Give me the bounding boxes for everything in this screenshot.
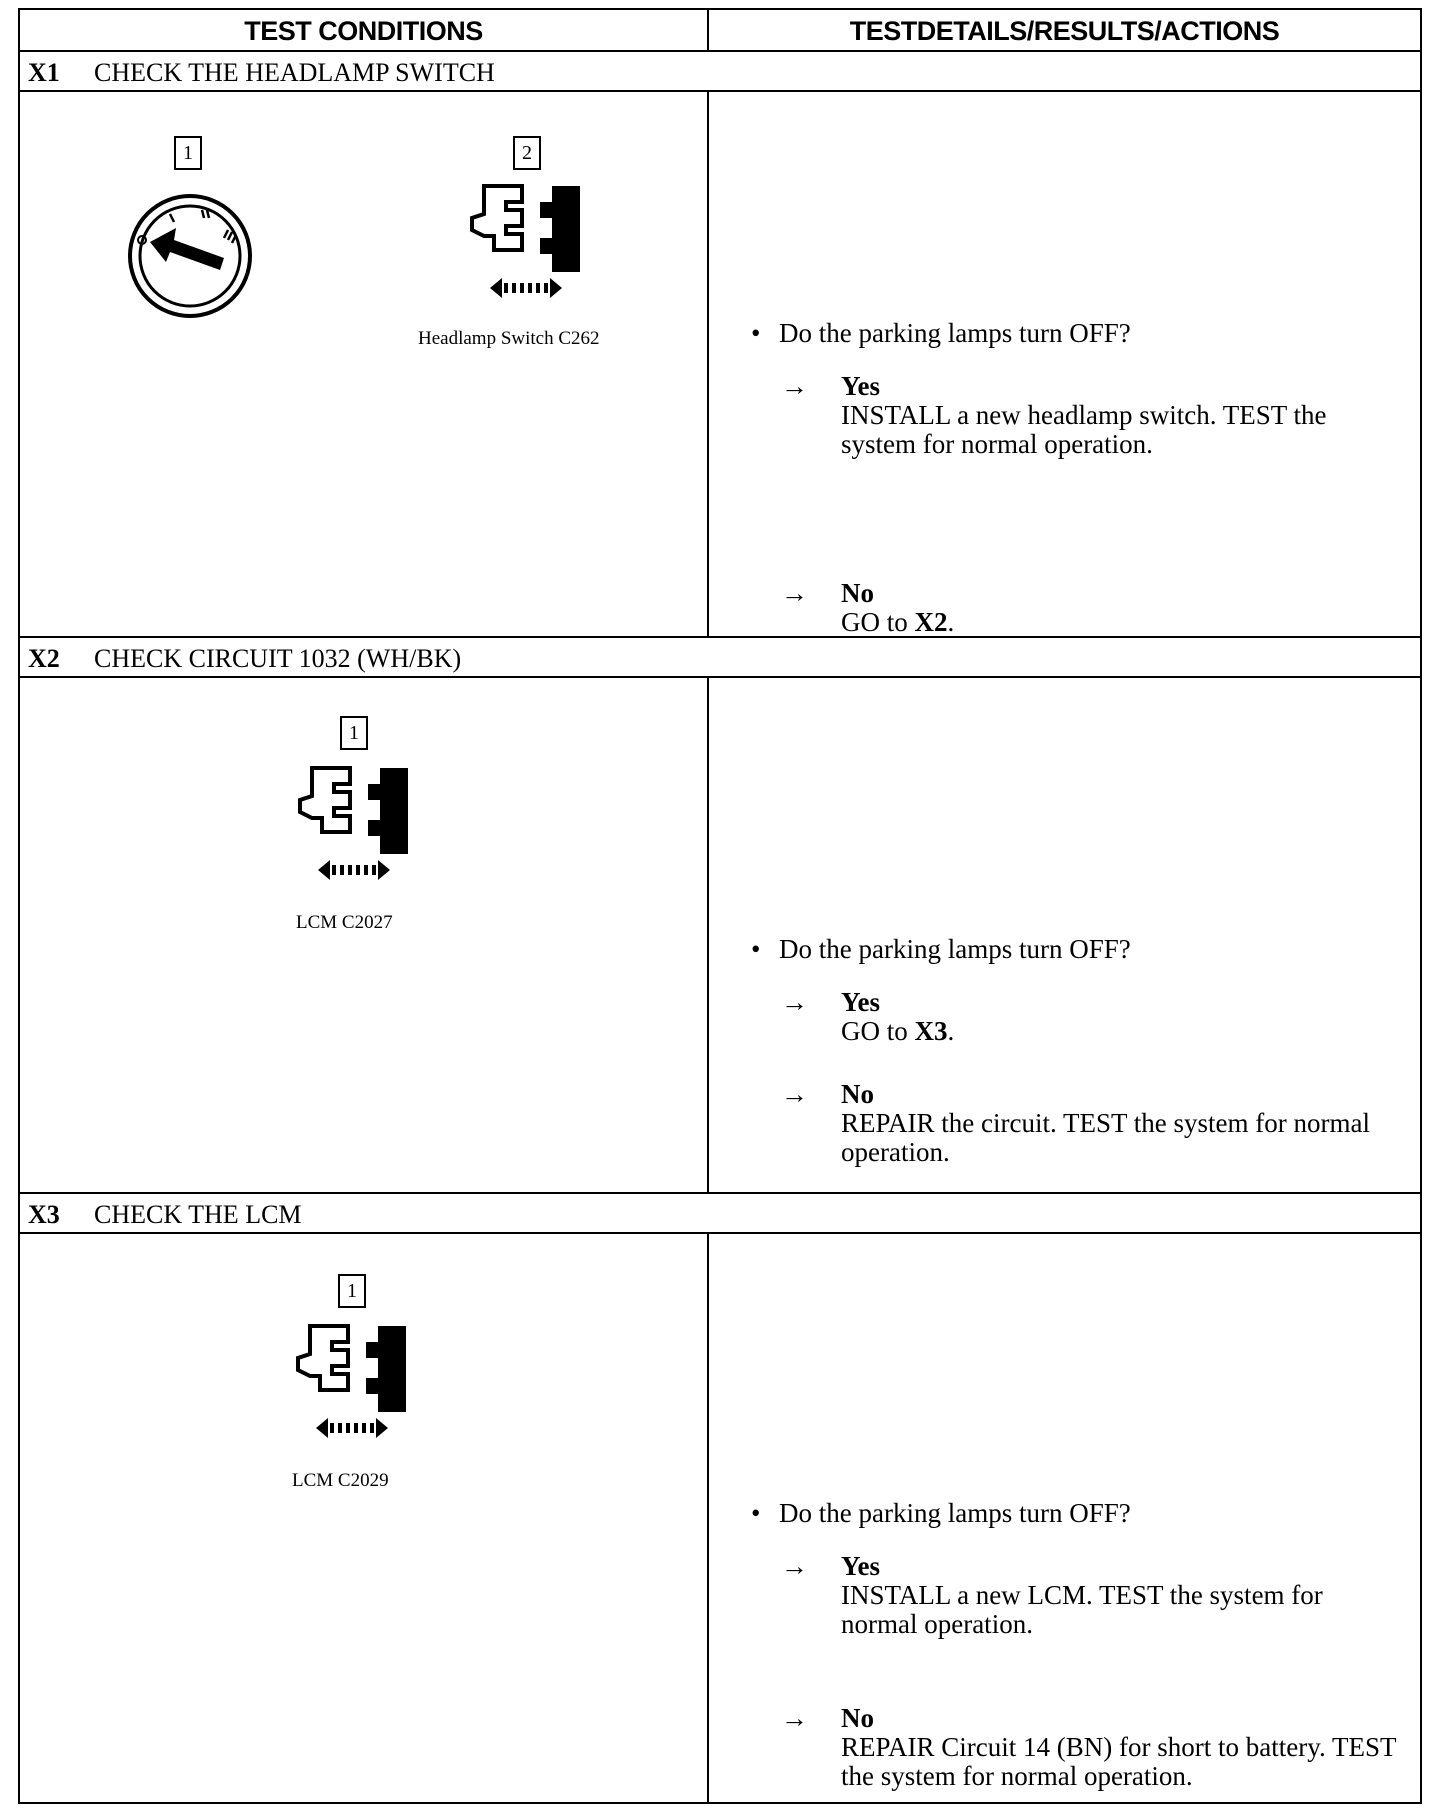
connector-caption: LCM C2029 <box>292 1470 389 1491</box>
result-label: Yes <box>841 1551 880 1581</box>
step-x2-conditions: 1 LCM C2027 <box>20 678 709 1192</box>
connector-caption: Headlamp Switch C262 <box>418 328 600 349</box>
arrow-right-icon: → <box>781 1703 808 1733</box>
action-text: GO to <box>841 607 915 637</box>
step-id: X3 <box>28 1200 60 1229</box>
question-text: Do the parking lamps turn OFF? <box>779 934 1131 964</box>
step-x3-body: 1 LCM C2029 • Do the parking lamps turn … <box>20 1234 1420 1802</box>
connector-caption: LCM C2027 <box>296 912 393 933</box>
step-x1-results: • Do the parking lamps turn OFF? → Yes I… <box>709 92 1420 637</box>
step-x1-conditions: 1 2 Headlamp Switch C262 <box>20 92 709 636</box>
step-x3-title-row: X3 CHECK THE LCM <box>20 1194 1420 1234</box>
step-marker: 2 <box>513 136 541 170</box>
result-action: INSTALL a new LCM. TEST the system for n… <box>841 1580 1323 1639</box>
step-x2-title-row: X2 CHECK CIRCUIT 1032 (WH/BK) <box>20 638 1420 678</box>
step-title: CHECK CIRCUIT 1032 (WH/BK) <box>94 644 462 673</box>
result-label: Yes <box>841 371 880 401</box>
step-x2-results: • Do the parking lamps turn OFF? → Yes G… <box>709 678 1420 1192</box>
header-test-conditions: TEST CONDITIONS <box>20 10 709 50</box>
connector-disconnect-icon <box>296 1324 408 1440</box>
arrow-right-icon: → <box>781 1551 808 1581</box>
step-title: CHECK THE HEADLAMP SWITCH <box>94 58 495 87</box>
result-action: REPAIR Circuit 14 (BN) for short to batt… <box>841 1732 1396 1791</box>
step-id: X1 <box>28 58 60 87</box>
result-action: REPAIR the circuit. TEST the system for … <box>841 1108 1370 1167</box>
diagnostic-table: TEST CONDITIONS TESTDETAILS/RESULTS/ACTI… <box>18 8 1422 1804</box>
result-action: GO to X3. <box>841 1017 1401 1046</box>
step-x3-conditions: 1 LCM C2029 <box>20 1234 709 1802</box>
result-label: Yes <box>841 987 880 1017</box>
action-text: . <box>947 607 955 637</box>
arrow-right-icon: → <box>781 987 808 1017</box>
action-text: . <box>947 1016 955 1046</box>
arrow-right-icon: → <box>781 578 808 608</box>
question-text: Do the parking lamps turn OFF? <box>779 318 1131 348</box>
step-title: CHECK THE LCM <box>94 1200 302 1229</box>
step-marker: 1 <box>340 716 368 750</box>
result-label: No <box>841 1079 874 1109</box>
result-label: No <box>841 578 874 608</box>
ignition-switch-icon <box>128 194 252 318</box>
step-reference-link[interactable]: X2 <box>914 607 948 637</box>
step-x1-title-row: X1 CHECK THE HEADLAMP SWITCH <box>20 52 1420 92</box>
question-text: Do the parking lamps turn OFF? <box>779 1498 1131 1528</box>
bullet-icon: • <box>751 318 761 348</box>
table-header: TEST CONDITIONS TESTDETAILS/RESULTS/ACTI… <box>20 10 1420 52</box>
test-question: • Do the parking lamps turn OFF? <box>751 1498 1131 1529</box>
result-action: INSTALL a new headlamp switch. TEST the … <box>841 400 1327 459</box>
step-reference-link[interactable]: X3 <box>914 1016 948 1046</box>
step-marker: 1 <box>338 1274 366 1308</box>
result-label: No <box>841 1703 874 1733</box>
bullet-icon: • <box>751 934 761 964</box>
test-question: • Do the parking lamps turn OFF? <box>751 318 1131 349</box>
step-marker: 1 <box>174 136 202 170</box>
header-test-details: TESTDETAILS/RESULTS/ACTIONS <box>849 16 1280 46</box>
action-text: GO to <box>841 1016 915 1046</box>
arrow-right-icon: → <box>781 371 808 401</box>
step-id: X2 <box>28 644 60 673</box>
result-action: GO to X2. <box>841 608 1401 637</box>
step-x2-body: 1 LCM C2027 • Do the parking lamps turn … <box>20 678 1420 1194</box>
connector-disconnect-icon <box>470 184 582 300</box>
arrow-right-icon: → <box>781 1079 808 1109</box>
connector-disconnect-icon <box>298 766 410 882</box>
step-x1-body: 1 2 Headlamp Switch C262 • Do the parkin… <box>20 92 1420 638</box>
test-question: • Do the parking lamps turn OFF? <box>751 934 1131 965</box>
bullet-icon: • <box>751 1498 761 1528</box>
step-x3-results: • Do the parking lamps turn OFF? → Yes I… <box>709 1234 1420 1802</box>
